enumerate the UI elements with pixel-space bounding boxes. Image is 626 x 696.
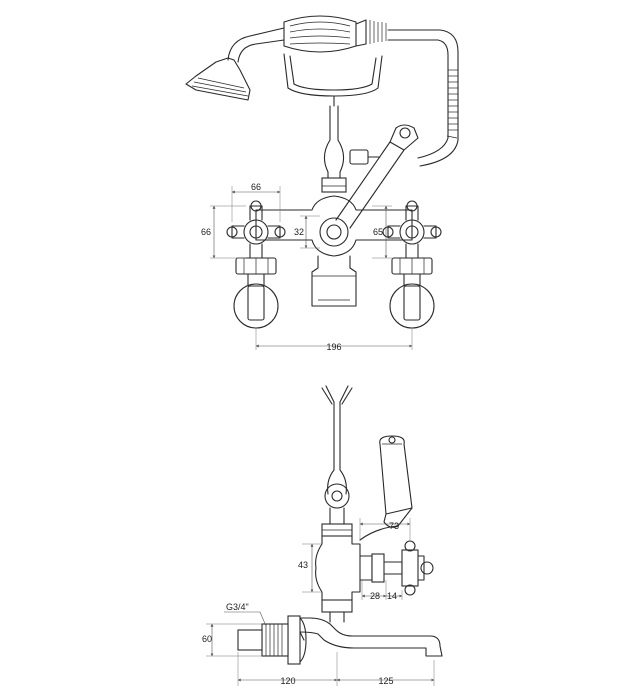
dim-gap-b: 14: [387, 591, 397, 601]
handset-cradle: [283, 53, 383, 107]
standpipe: [321, 105, 381, 193]
front-dimensions: 66 66 32 65 196: [201, 182, 413, 352]
left-cross-handle: [226, 200, 286, 259]
side-inlet: [237, 615, 307, 665]
side-valve-body: [315, 535, 434, 601]
dim-right-height: 65: [373, 227, 383, 237]
dim-lever-offset: 73: [389, 521, 399, 531]
side-riser: [321, 483, 353, 537]
side-spout: [299, 599, 443, 657]
dim-gap-a: 28: [370, 591, 380, 601]
side-view: 73 43 28 14 G3/4" 60: [202, 385, 443, 686]
side-cradle: [321, 385, 353, 495]
dim-handle-width: 66: [251, 182, 261, 192]
side-lever: [359, 435, 413, 541]
front-view: 66 66 32 65 196: [185, 15, 459, 352]
dim-spout-reach: 125: [378, 676, 393, 686]
side-dimensions: 73 43 28 14 G3/4" 60: [202, 518, 435, 686]
dim-thread: G3/4": [226, 602, 249, 612]
dim-centres: 196: [326, 342, 341, 352]
dim-body-height: 32: [294, 227, 304, 237]
shower-handset: [185, 15, 367, 101]
shower-hose: [365, 20, 459, 167]
right-cross-handle: [382, 200, 442, 259]
valve-body: [226, 124, 442, 329]
dim-handle-height: 66: [201, 227, 211, 237]
dim-wall-depth: 120: [280, 676, 295, 686]
dim-inlet-height: 60: [202, 634, 212, 644]
dim-valve-height: 43: [298, 560, 308, 570]
